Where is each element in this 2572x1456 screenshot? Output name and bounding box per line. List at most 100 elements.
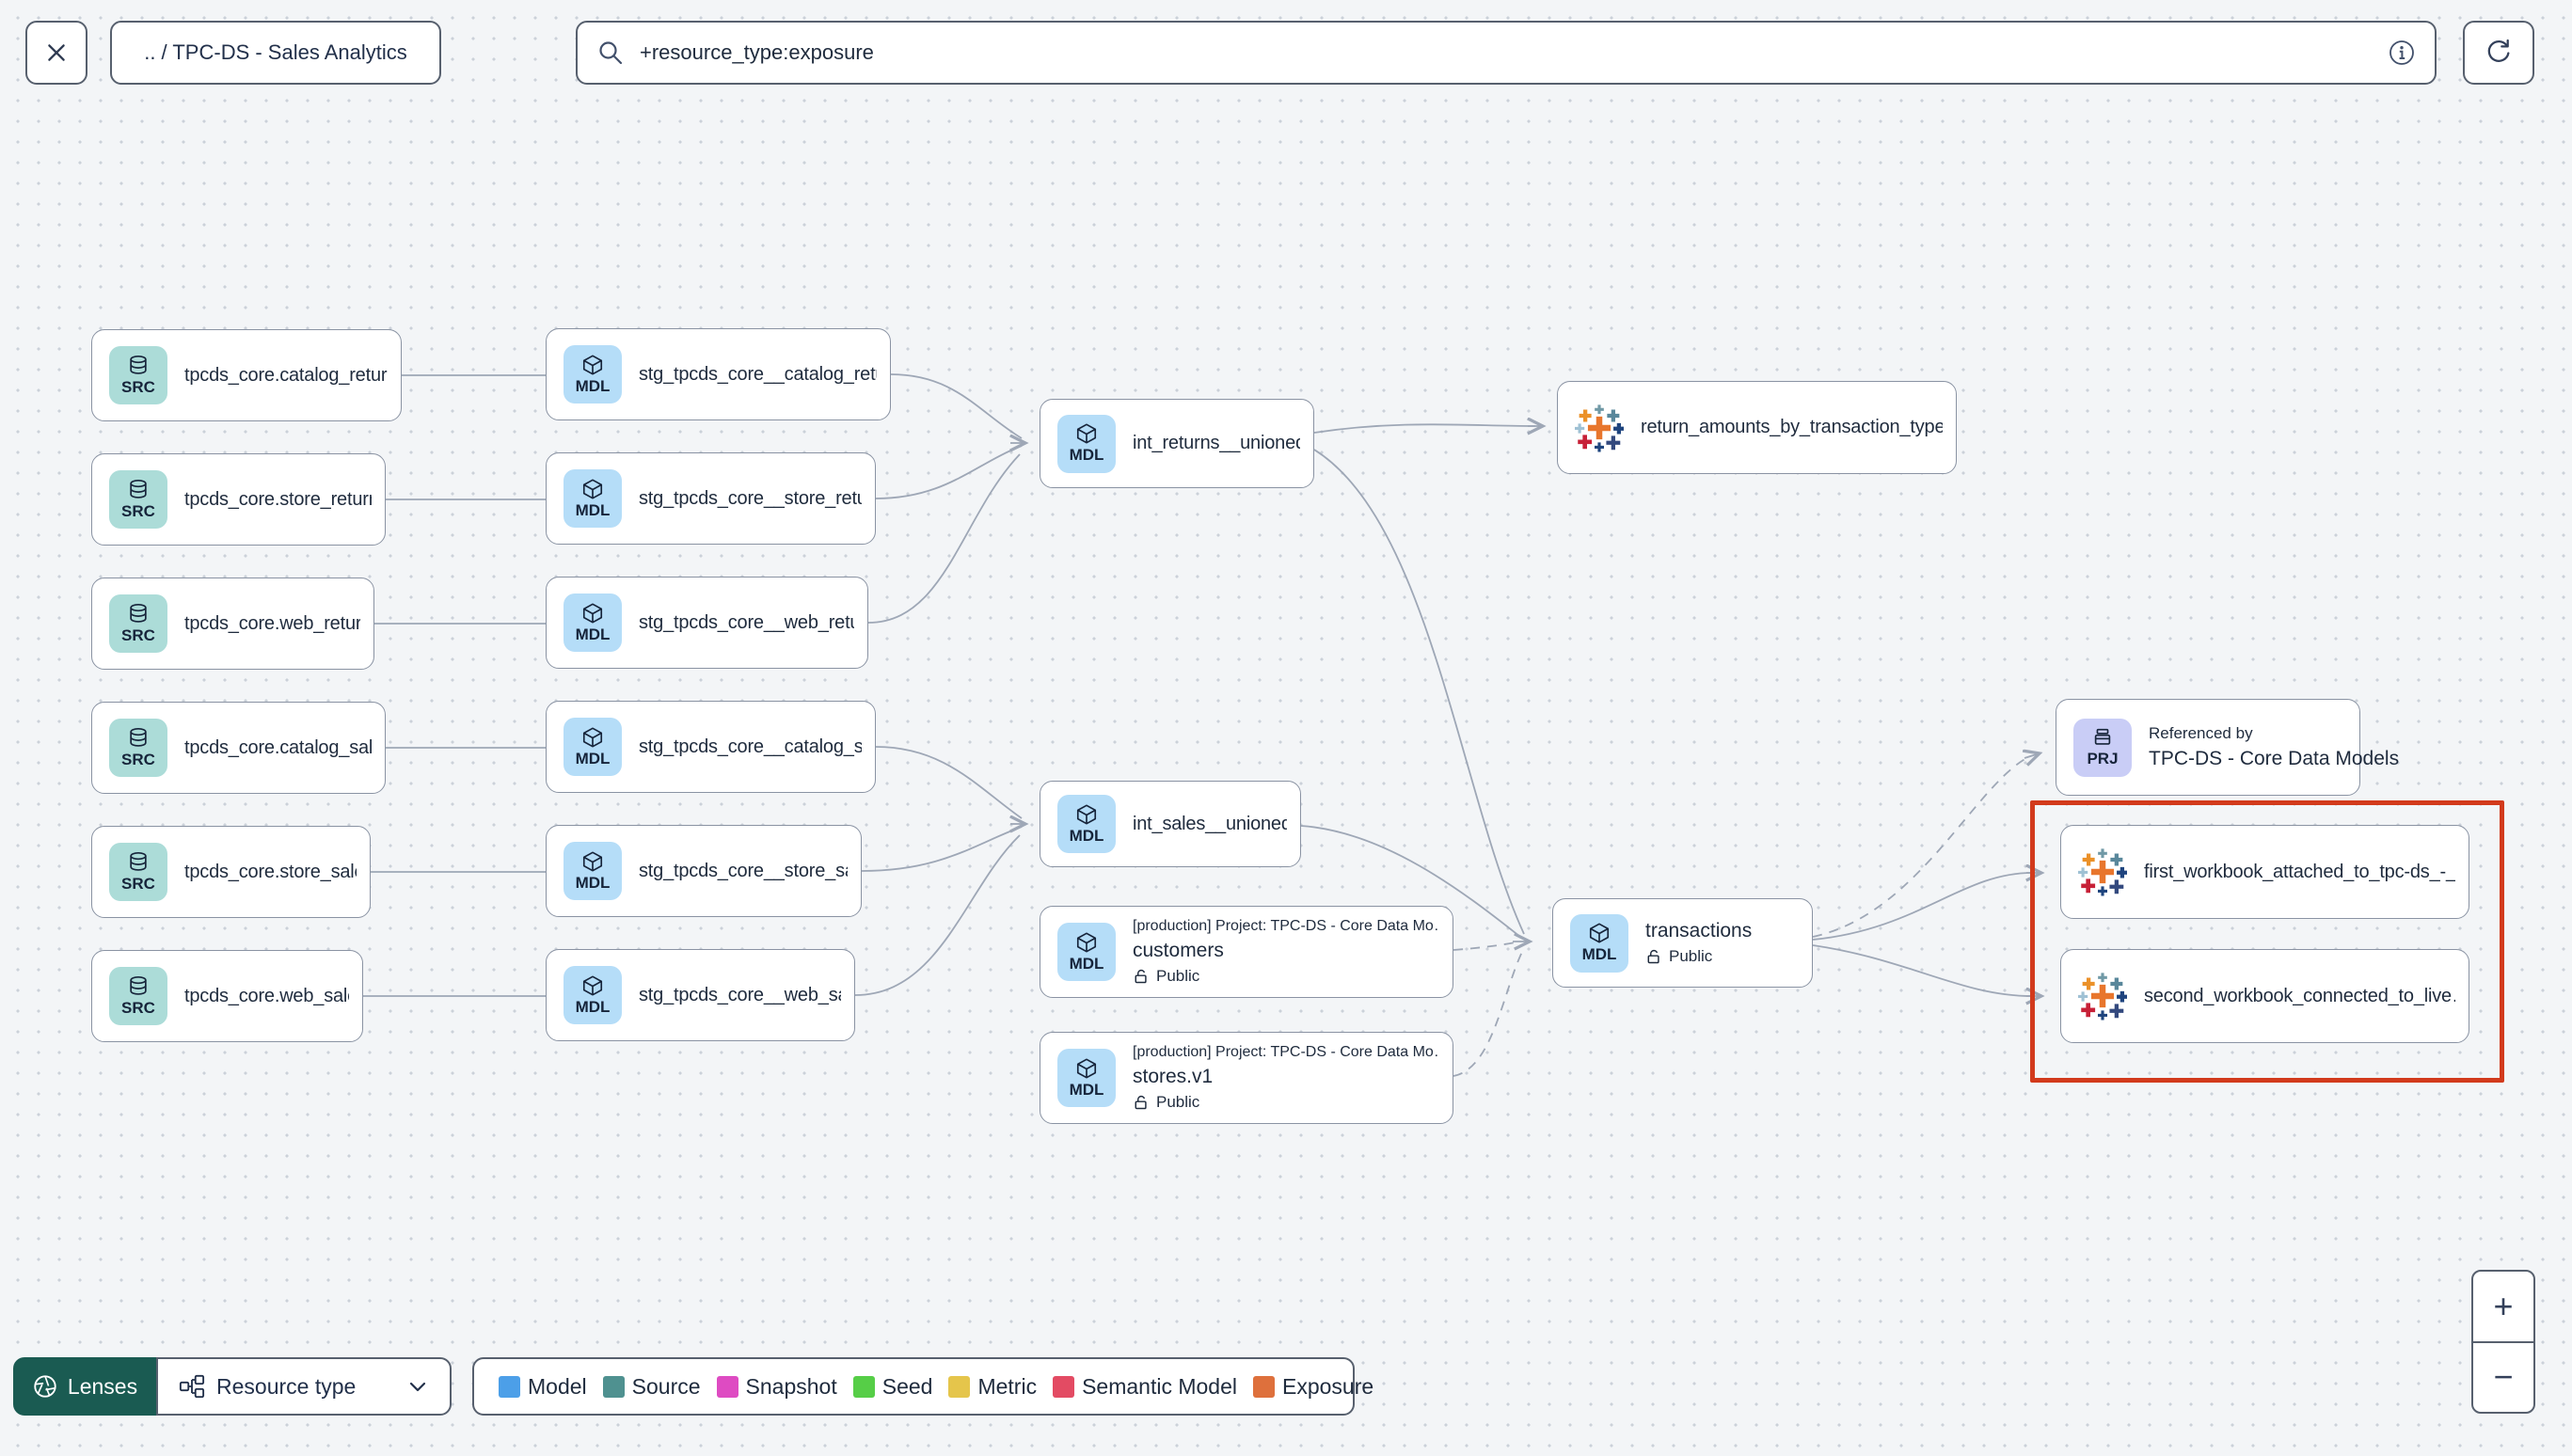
lenses-icon [34,1375,56,1398]
tableau-icon [1575,404,1624,452]
cube-icon [1076,423,1097,444]
node-label: tpcds_core.web_returns [184,612,360,634]
node-source-catalog-sales[interactable]: SRC tpcds_core.catalog_sales [91,702,386,794]
badge-label: SRC [121,625,155,644]
legend-item-exposure: Exposure [1253,1374,1373,1400]
node-stg-catalog-returns[interactable]: MDL stg_tpcds_core__catalog_returns [546,328,891,420]
badge-label: SRC [121,750,155,768]
badge-label: MDL [575,625,611,643]
lenses-button[interactable]: Lenses [13,1357,156,1416]
database-icon [130,851,147,871]
node-stg-web-returns[interactable]: MDL stg_tpcds_core__web_returns [546,577,868,669]
tableau-icon [2078,973,2127,1021]
node-exposure-first-workbook[interactable]: first_workbook_attached_to_tpc-ds_-_… [2060,825,2469,919]
model-badge: MDL [564,469,622,528]
source-badge: SRC [109,719,167,777]
chevron-down-icon [409,1382,426,1392]
cube-icon [582,726,603,748]
node-label: return_amounts_by_transaction_type [1641,417,1943,437]
source-badge: SRC [109,967,167,1025]
node-label: stores.v1 [1133,1066,1214,1087]
node-customers[interactable]: MDL [production] Project: TPC-DS - Core … [1040,906,1453,998]
resource-type-dropdown[interactable]: Resource type [156,1357,452,1416]
database-icon [130,479,147,499]
node-label: tpcds_core.store_sales [184,861,357,882]
node-source-store-sales[interactable]: SRC tpcds_core.store_sales [91,826,371,918]
unlock-icon [1135,1095,1147,1110]
node-label: stg_tpcds_core__web_sales [639,984,841,1005]
cube-icon [582,354,603,375]
badge-label: MDL [1069,446,1104,464]
model-badge: MDL [564,345,622,404]
legend-item-semantic-model: Semantic Model [1053,1374,1237,1400]
zoom-in-button[interactable]: + [2473,1272,2533,1341]
node-referenced-by-project[interactable]: PRJ Referenced by TPC-DS - Core Data Mod… [2056,699,2400,796]
cube-icon [1076,1057,1097,1079]
database-icon [130,975,147,995]
refresh-button[interactable] [2463,21,2534,85]
badge-label: MDL [575,997,611,1016]
node-access: Public [1133,1093,1439,1112]
referenced-by-project-name: TPC-DS - Core Data Models [2149,748,2400,769]
node-stg-store-sales[interactable]: MDL stg_tpcds_core__store_sales [546,825,862,917]
search-icon [599,41,623,65]
database-icon [130,603,147,623]
cube-icon [582,850,603,872]
source-badge: SRC [109,346,167,404]
node-exposure-second-workbook[interactable]: second_workbook_connected_to_live… [2060,949,2469,1043]
node-source-web-returns[interactable]: SRC tpcds_core.web_returns [91,578,374,670]
node-label: int_sales__unioned [1133,813,1287,834]
model-badge: MDL [1057,795,1116,853]
tableau-icon [2078,848,2127,896]
model-badge: MDL [564,593,622,652]
legend-item-metric: Metric [948,1374,1037,1400]
node-label: tpcds_core.store_returns [184,488,372,510]
model-badge: MDL [1570,913,1628,973]
node-int-sales-unioned[interactable]: MDL int_sales__unioned [1040,781,1301,867]
badge-label: MDL [575,500,611,519]
node-stg-web-sales[interactable]: MDL stg_tpcds_core__web_sales [546,949,855,1041]
node-stg-store-returns[interactable]: MDL stg_tpcds_core__store_returns [546,452,876,545]
source-badge: SRC [109,843,167,901]
close-icon [48,44,65,61]
legend-swatch [716,1375,738,1398]
badge-label: PRJ [2087,750,2119,768]
source-badge: SRC [109,470,167,529]
node-int-returns-unioned[interactable]: MDL int_returns__unioned [1040,399,1314,488]
close-button[interactable] [25,21,87,85]
info-icon[interactable] [2388,39,2416,67]
badge-label: MDL [1581,945,1617,963]
resource-type-icon [179,1374,205,1399]
legend-swatch [499,1375,520,1398]
badge-label: MDL [575,376,611,395]
node-source-catalog-returns[interactable]: SRC tpcds_core.catalog_returns [91,329,402,421]
badge-label: MDL [575,749,611,768]
search-input[interactable] [638,40,2374,66]
node-label: stg_tpcds_core__store_sales [639,860,848,881]
model-badge: MDL [564,966,622,1024]
highlight-rectangle [2030,800,2504,1083]
cube-icon [582,974,603,996]
node-project-line: [production] Project: TPC-DS - Core Data… [1133,918,1439,934]
node-source-store-returns[interactable]: SRC tpcds_core.store_returns [91,453,386,546]
badge-label: MDL [575,873,611,892]
unlock-icon [1135,969,1147,984]
node-label: tpcds_core.catalog_returns [184,364,388,386]
node-label: transactions [1645,920,1753,942]
node-label: customers [1133,940,1224,961]
node-exposure-return-amounts[interactable]: return_amounts_by_transaction_type [1557,381,1957,474]
zoom-out-button[interactable]: − [2473,1343,2533,1413]
search-bar[interactable] [576,21,2437,85]
node-stg-catalog-sales[interactable]: MDL stg_tpcds_core__catalog_sales [546,701,876,793]
legend-item-model: Model [499,1374,587,1400]
model-badge: MDL [1057,414,1116,473]
node-source-web-sales[interactable]: SRC tpcds_core.web_sales [91,950,363,1042]
breadcrumb[interactable]: .. / TPC-DS - Sales Analytics [110,21,441,85]
database-icon [130,727,147,747]
project-badge: PRJ [2073,718,2132,777]
source-badge: SRC [109,594,167,653]
node-stores-v1[interactable]: MDL [production] Project: TPC-DS - Core … [1040,1032,1453,1124]
node-transactions[interactable]: MDL transactions Public [1552,898,1813,988]
legend-swatch [852,1375,875,1398]
